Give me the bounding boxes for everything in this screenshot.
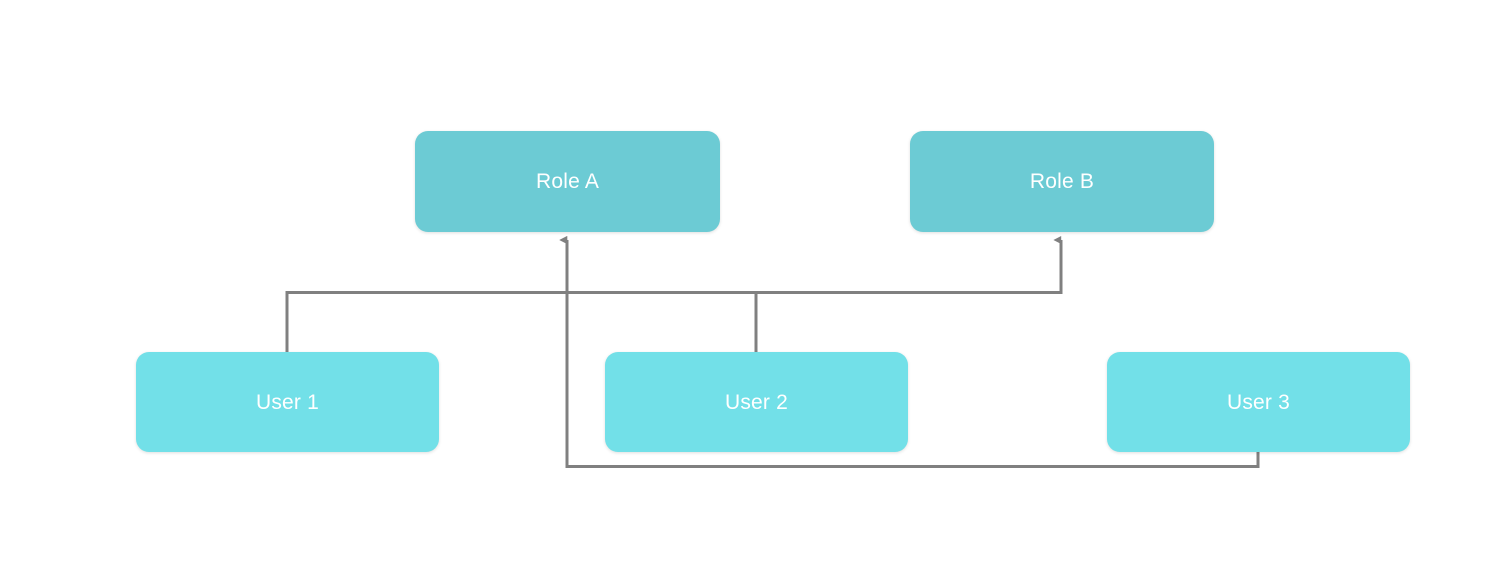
node-label-user-2: User 2 — [724, 390, 789, 414]
edge-user1-roleb — [285, 236, 1063, 352]
node-label-user-1: User 1 — [255, 390, 320, 414]
node-role-b[interactable]: Role B — [910, 131, 1214, 232]
node-label-role-a: Role A — [535, 170, 600, 193]
node-label-user-3: User 3 — [1226, 390, 1291, 414]
node-label-role-b: Role B — [1029, 170, 1095, 193]
node-user-3[interactable]: User 3 — [1107, 352, 1410, 452]
edge-user2-rolea — [559, 236, 758, 352]
node-role-a[interactable]: Role A — [415, 131, 720, 232]
node-user-1[interactable]: User 1 — [136, 352, 439, 452]
node-user-2[interactable]: User 2 — [605, 352, 908, 452]
